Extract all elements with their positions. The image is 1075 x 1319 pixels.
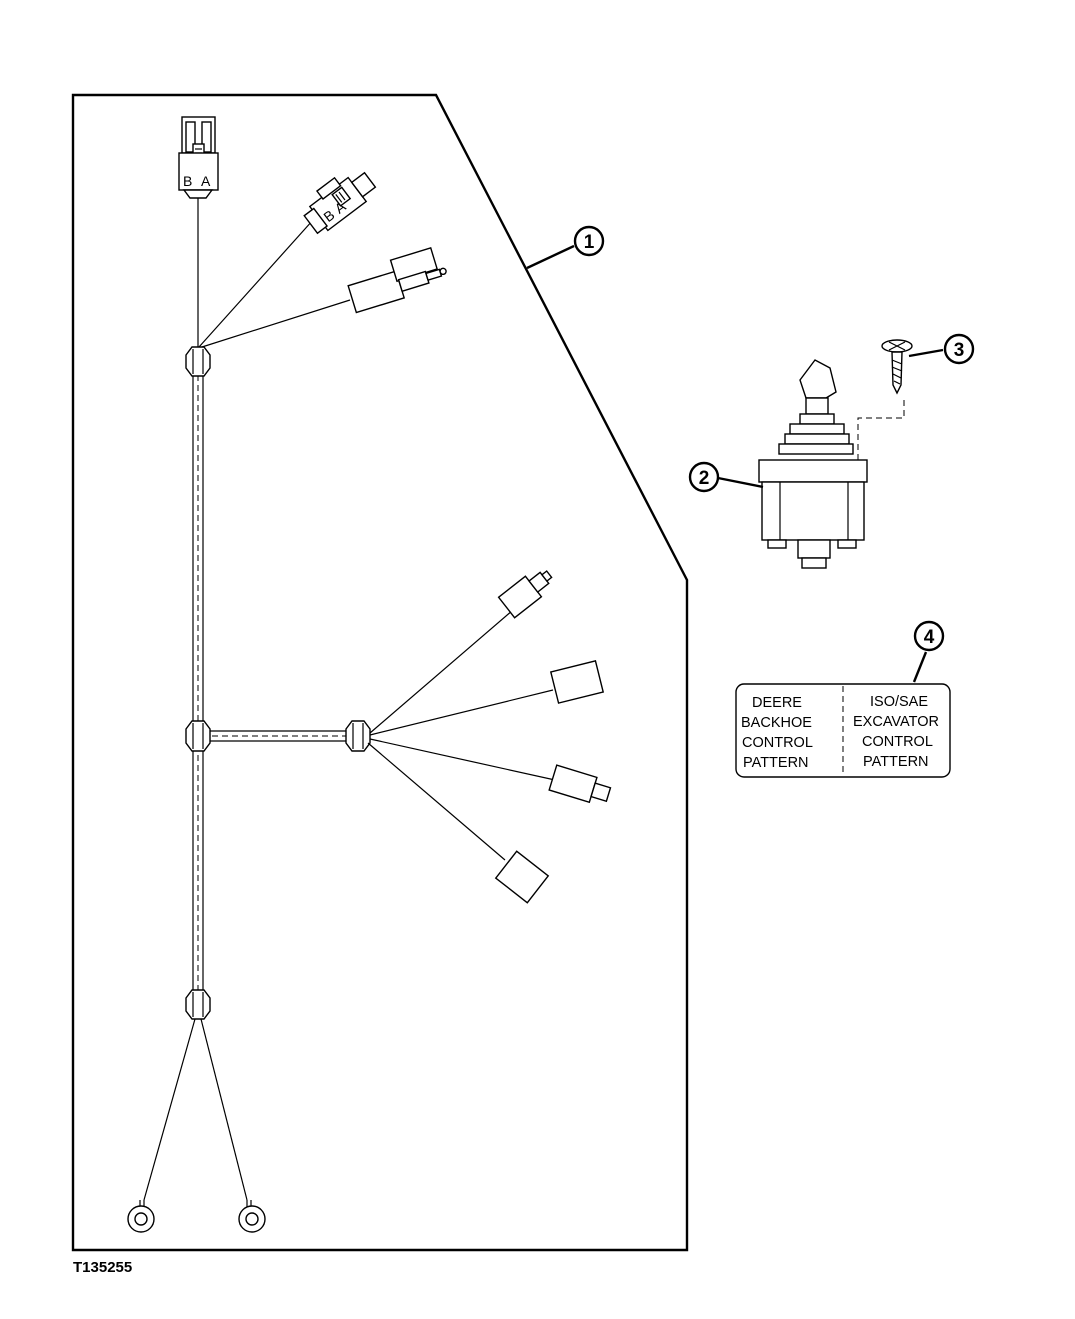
pin-label-b: B (183, 173, 192, 189)
control-pattern-decal: DEERE BACKHOE CONTROL PATTERN ISO/SAE EX… (735, 683, 951, 778)
decal-right-line-3: CONTROL (862, 734, 933, 750)
branch-wires (367, 609, 556, 861)
decal-right-line-4: PATTERN (863, 754, 929, 770)
figure-id: T135255 (73, 1259, 132, 1276)
junction-sleeve-branch (345, 720, 371, 752)
callout-leaders (526, 244, 944, 683)
branch-connector-2 (549, 660, 605, 704)
two-pin-connector-vertical: B A (178, 116, 219, 199)
callout-2-label: 2 (699, 468, 710, 489)
branch-connector-1 (497, 570, 553, 619)
callout-4-label: 4 (924, 627, 935, 648)
callout-2: 2 (688, 461, 720, 493)
callout-1-label: 1 (584, 232, 595, 253)
branch-connector-4 (494, 850, 550, 904)
decal-right-line-1: ISO/SAE (870, 694, 928, 710)
decal-left-line-1: DEERE (752, 695, 802, 711)
screw-fastener (881, 339, 913, 395)
callout-3: 3 (943, 333, 975, 365)
harness-panel-outline (71, 93, 689, 1252)
decal-left-line-4: PATTERN (743, 755, 809, 771)
branch-connector-3 (548, 764, 612, 804)
two-pin-connector-angled: B A (303, 171, 377, 235)
inline-connector-top (347, 247, 447, 314)
callout-4: 4 (913, 620, 945, 652)
ring-terminal-right (238, 1200, 266, 1233)
junction-sleeve-top (185, 346, 211, 377)
callout-1: 1 (573, 225, 605, 257)
decal-left-line-2: BACKHOE (741, 715, 812, 731)
junction-sleeve-middle (185, 720, 211, 752)
ring-terminal-left (127, 1200, 155, 1233)
harness-main-trunk (192, 370, 204, 1000)
pin-label-a: A (201, 173, 211, 189)
decal-left-line-3: CONTROL (742, 735, 813, 751)
harness-side-branch (208, 730, 350, 742)
upper-wires (197, 197, 351, 348)
ground-wires (143, 1018, 248, 1201)
callout-3-label: 3 (954, 340, 965, 361)
junction-sleeve-bottom (185, 989, 211, 1020)
joystick-control-assembly (758, 359, 905, 569)
decal-right-line-2: EXCAVATOR (853, 714, 939, 730)
